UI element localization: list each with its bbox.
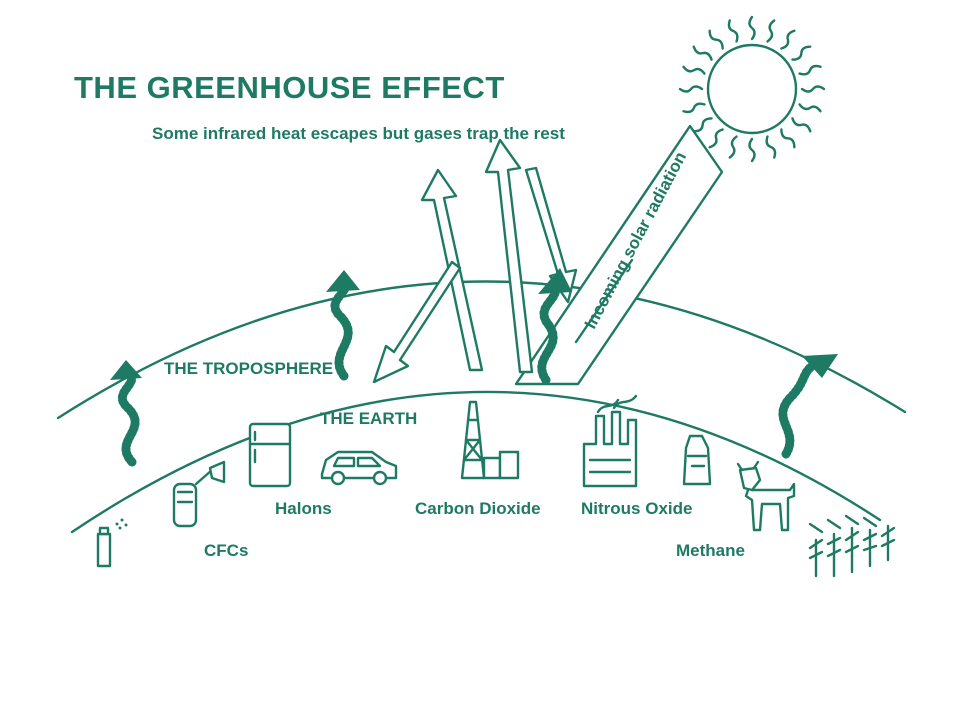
sun-ray xyxy=(692,117,713,133)
refrigerator-icon xyxy=(248,422,292,488)
oil-derrick-icon xyxy=(460,400,520,480)
sun-ray xyxy=(692,45,713,61)
sun-ray xyxy=(791,117,812,133)
methane-label: Methane xyxy=(676,541,745,560)
escaping-heat-arrow-right xyxy=(484,138,534,374)
cow-icon xyxy=(736,460,796,532)
sun-ray xyxy=(728,135,738,159)
sun-ray xyxy=(798,64,822,76)
spray-can-icon xyxy=(96,518,128,568)
carbon-dioxide-label: Carbon Dioxide xyxy=(415,499,541,518)
heat-wave-arrow-far-left xyxy=(110,360,142,467)
sun-ray xyxy=(708,128,724,149)
halons-label: Halons xyxy=(275,499,332,518)
fire-extinguisher-icon xyxy=(172,460,226,528)
factory-icon xyxy=(582,394,638,488)
sun-ray xyxy=(708,29,724,50)
fertilizer-bag-icon xyxy=(682,434,712,486)
crops-icon xyxy=(808,514,896,578)
heat-wave-arrow-center xyxy=(537,268,572,385)
sun-ray xyxy=(798,103,822,113)
sun-ray xyxy=(766,19,776,43)
sun-icon xyxy=(678,15,826,163)
diagram-subtitle: Some infrared heat escapes but gases tra… xyxy=(152,124,565,143)
troposphere-boundary xyxy=(56,280,907,420)
sun-ray xyxy=(727,19,739,43)
sun-ray xyxy=(682,65,706,75)
trapped-heat-arrow xyxy=(372,260,462,384)
incoming-solar-beam xyxy=(514,124,724,386)
earth-surface xyxy=(70,390,882,534)
sun-ray xyxy=(791,45,812,61)
sun-ray xyxy=(682,102,706,114)
diagram-title: THE GREENHOUSE EFFECT xyxy=(74,70,505,105)
heat-wave-arrow-left-center xyxy=(326,270,360,381)
troposphere-label: THE TROPOSPHERE xyxy=(164,359,333,378)
sun-ray xyxy=(748,137,756,163)
sun-ray xyxy=(678,85,704,93)
car-icon xyxy=(320,450,398,486)
sun-ray xyxy=(765,135,777,159)
nitrous-oxide-label: Nitrous Oxide xyxy=(581,499,692,518)
heat-wave-arrow-right xyxy=(778,354,838,459)
earth-label: THE EARTH xyxy=(320,409,417,428)
sun-ray xyxy=(748,15,756,41)
cfcs-label: CFCs xyxy=(204,541,248,560)
sun-ray xyxy=(780,29,796,50)
sun-ray xyxy=(780,128,796,149)
sun-ray xyxy=(800,85,826,93)
